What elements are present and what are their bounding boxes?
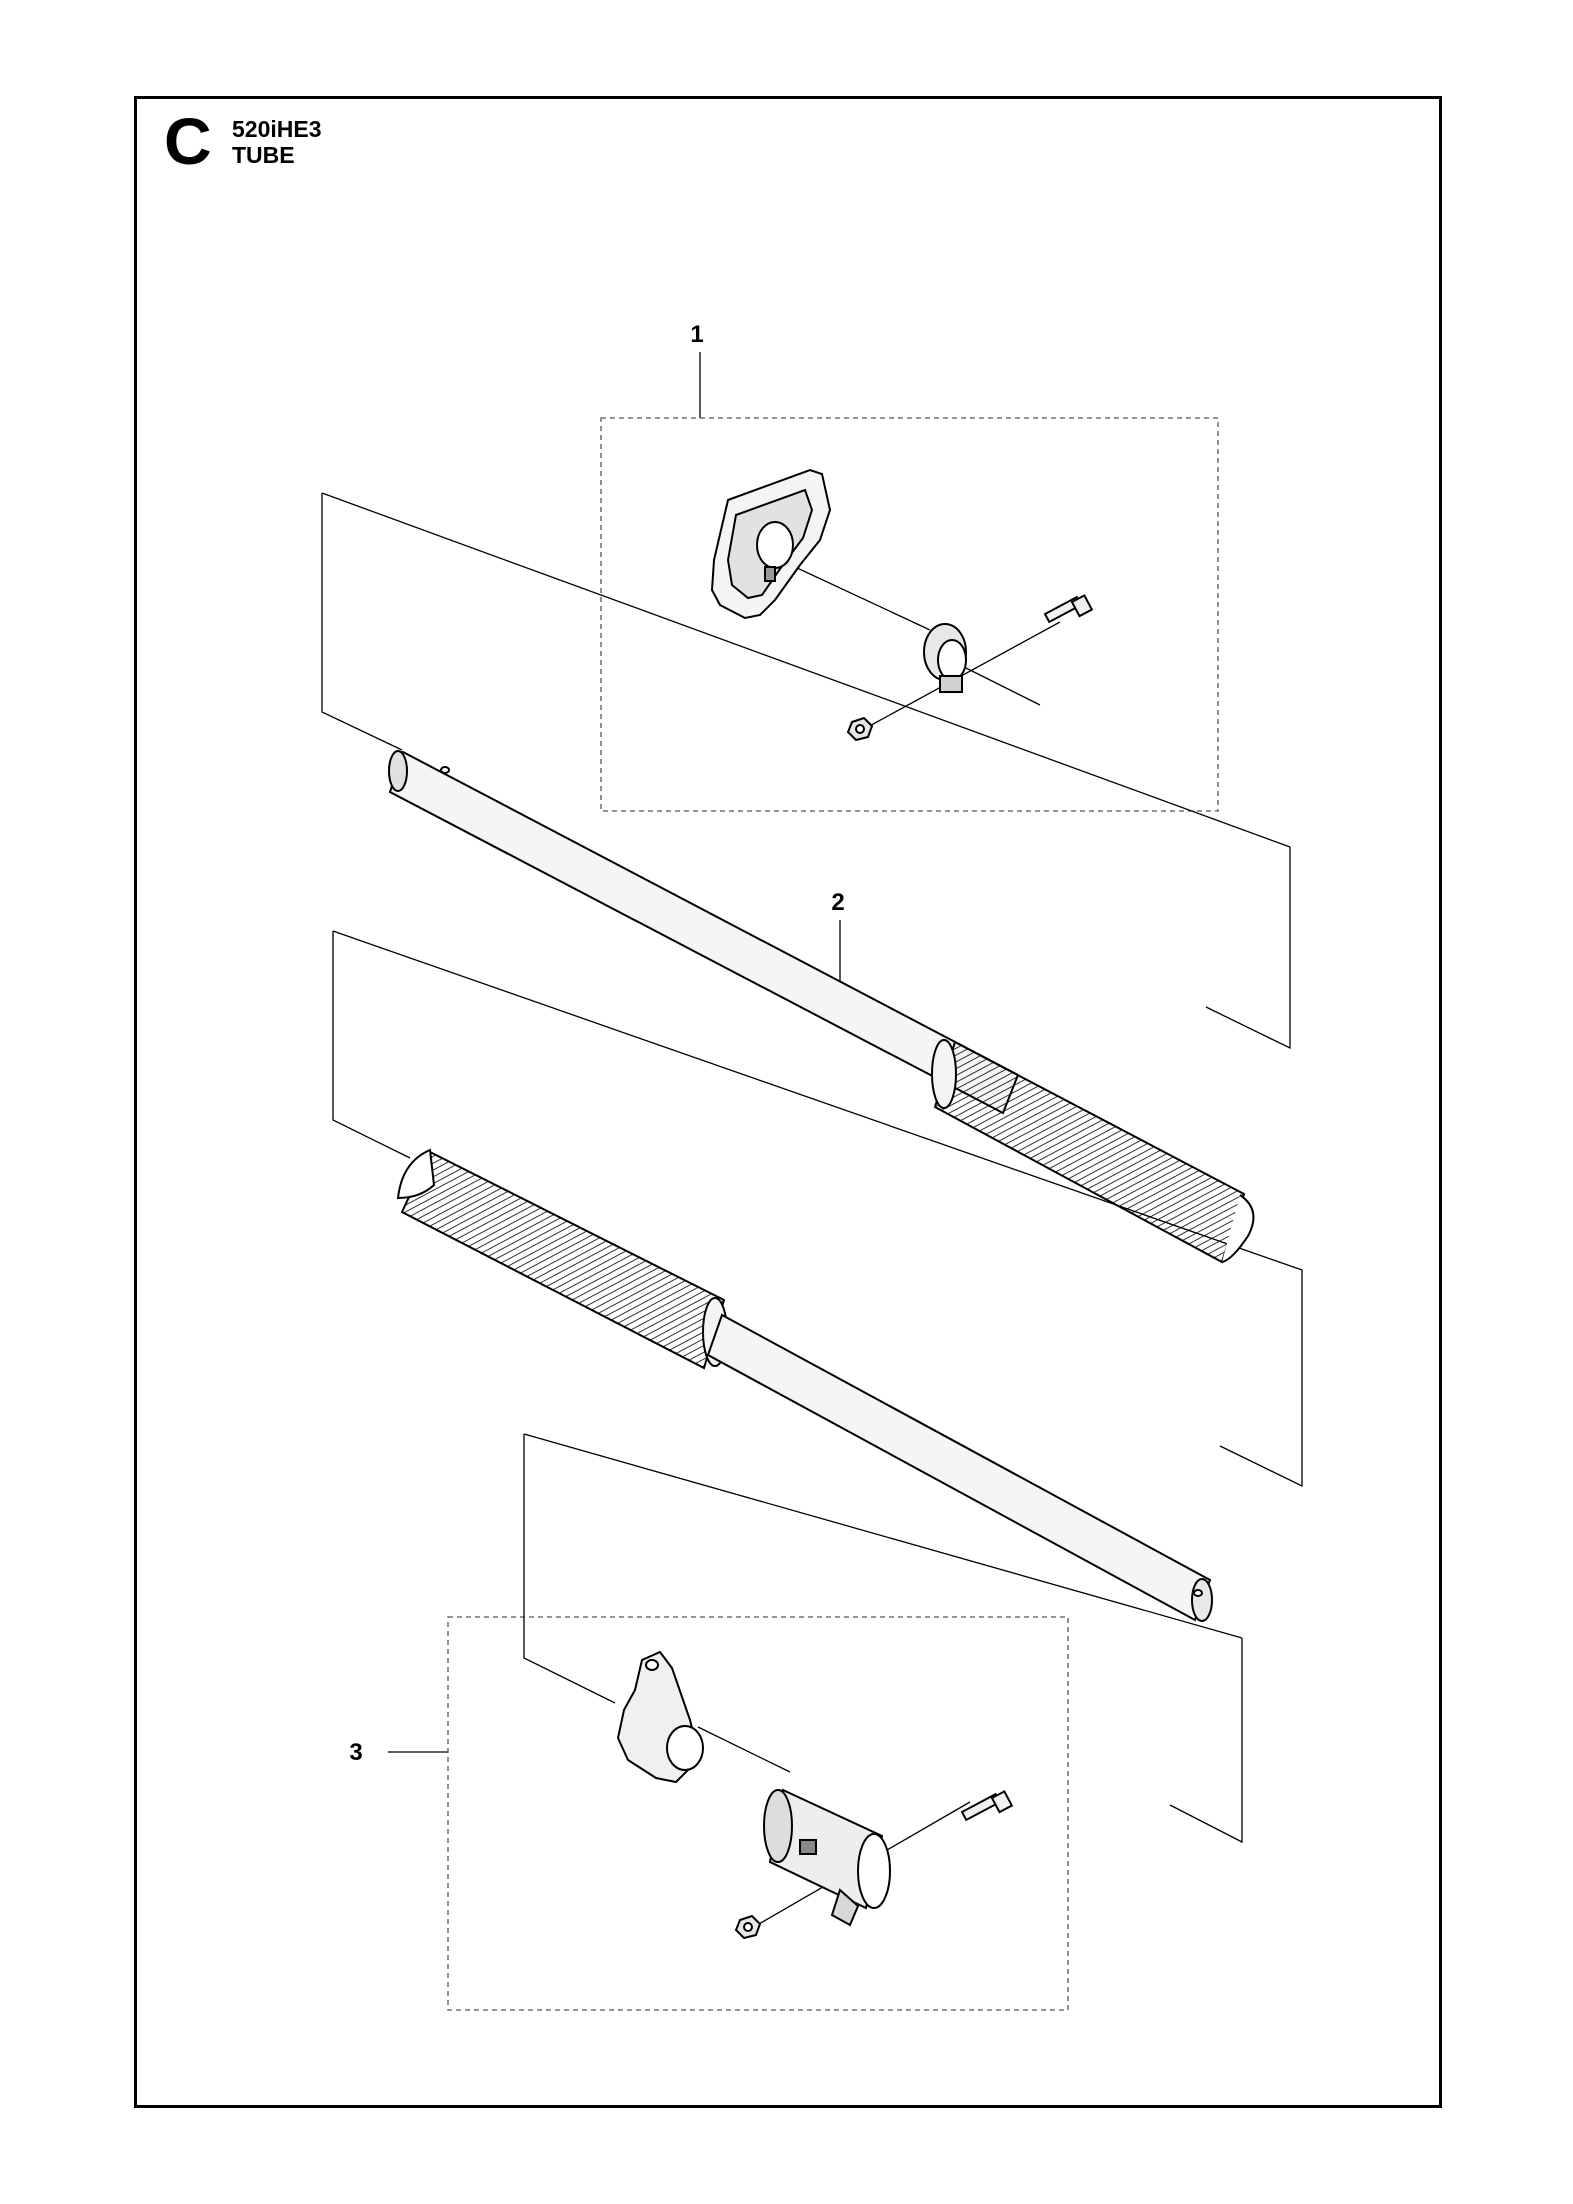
assembly-guide-lines [321, 492, 1303, 1929]
page-frame [134, 96, 1442, 2108]
part-1-screw [1043, 594, 1094, 624]
callout-1: 1 [690, 321, 704, 418]
group-box-1 [600, 417, 1219, 812]
section-letter: C [164, 104, 212, 178]
callout-1-label: 1 [690, 321, 703, 348]
part-3-nut [734, 1914, 762, 1940]
part-3-bracket [616, 1650, 704, 1784]
diagram-title: TUBE [232, 142, 295, 168]
part-1-handle-bracket [710, 468, 832, 620]
group-box-3 [447, 1616, 1069, 2011]
callout-2-label: 2 [831, 889, 844, 916]
model-name: 520iHE3 [232, 116, 322, 142]
part-1-clamp [923, 623, 967, 693]
callout-3-label: 3 [349, 1739, 362, 1766]
part-3-screw [960, 1790, 1014, 1822]
callout-2: 2 [831, 889, 845, 988]
part-1-nut [846, 716, 874, 742]
part-3-coupling [763, 1788, 891, 1927]
callout-3: 3 [349, 1739, 448, 1766]
part-2-tube [388, 750, 1255, 1622]
